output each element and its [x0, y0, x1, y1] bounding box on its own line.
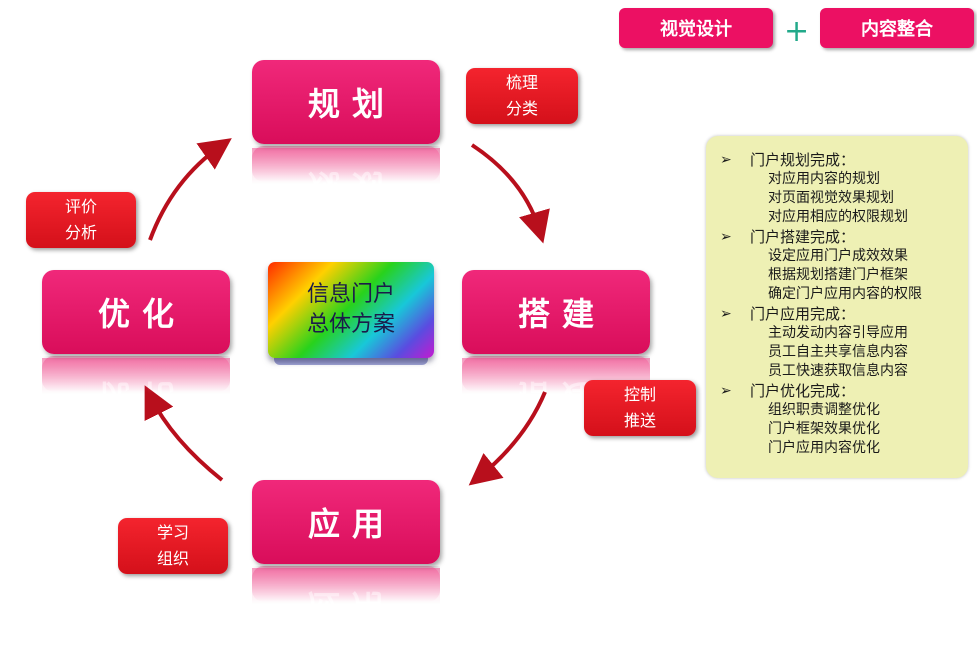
tag-learn-organize: 学习 组织 — [118, 518, 228, 574]
section-item: 确定门户应用内容的权限 — [768, 286, 922, 302]
section-item: 员工自主共享信息内容 — [768, 344, 908, 360]
arrow-optimize-to-plan — [148, 138, 232, 241]
tag-control-line2: 推送 — [623, 411, 656, 430]
content-integration-label: 内容整合 — [820, 8, 974, 48]
tag-sort-classify: 梳理 分类 — [466, 68, 578, 124]
section-item: 对应用相应的权限规划 — [768, 209, 908, 225]
completion-panel: ➢ 门户规划完成： 对应用内容的规划 对页面视觉效果规划 对应用相应的权限规划 ➢… — [706, 136, 968, 478]
stage-build-label: 搭建 — [517, 295, 606, 333]
tag-sort-line2: 分类 — [505, 99, 538, 118]
section-title: 门户搭建完成： — [750, 228, 856, 246]
plus-sign: + — [784, 14, 810, 49]
center-line1: 信息门户 — [306, 282, 395, 307]
section-title: 门户应用完成： — [750, 305, 856, 323]
section-item: 门户框架效果优化 — [768, 421, 880, 437]
stage-optimize: 优化 — [42, 270, 230, 354]
panel-section: ➢ 门户优化完成： 组织职责调整优化 门户框架效果优化 门户应用内容优化 — [720, 381, 968, 458]
section-item: 员工快速获取信息内容 — [768, 363, 908, 379]
tag-evaluate-line1: 评价 — [64, 197, 97, 216]
arrow-bullet-icon: ➢ — [720, 229, 732, 245]
arrow-bullet-icon: ➢ — [720, 152, 732, 168]
panel-section: ➢ 门户搭建完成： 设定应用门户成效效果 根据规划搭建门户框架 确定门户应用内容的… — [720, 227, 968, 304]
arrow-build-to-apply — [468, 391, 547, 486]
center-base — [274, 355, 428, 365]
section-item: 门户应用内容优化 — [768, 440, 880, 456]
stage-apply-label: 应用 — [307, 505, 396, 543]
section-item: 对应用内容的规划 — [768, 171, 880, 187]
panel-section: ➢ 门户规划完成： 对应用内容的规划 对页面视觉效果规划 对应用相应的权限规划 — [720, 150, 968, 227]
section-item: 根据规划搭建门户框架 — [768, 267, 908, 283]
section-item: 设定应用门户成效效果 — [768, 248, 908, 264]
stage-plan: 规划 — [252, 60, 440, 144]
tag-control-line1: 控制 — [623, 385, 656, 404]
visual-design-label: 视觉设计 — [619, 8, 773, 48]
panel-section: ➢ 门户应用完成： 主动发动内容引导应用 员工自主共享信息内容 员工快速获取信息内… — [720, 304, 968, 381]
stage-plan-label: 规划 — [307, 85, 396, 123]
section-item: 对页面视觉效果规划 — [768, 190, 894, 206]
tag-learn-line1: 学习 — [156, 523, 189, 542]
arrow-bullet-icon: ➢ — [720, 306, 732, 322]
tag-evaluate-line2: 分析 — [64, 223, 97, 242]
arrow-plan-to-build — [470, 143, 550, 244]
stage-apply-reflection — [252, 568, 440, 602]
arrow-bullet-icon: ➢ — [720, 383, 732, 399]
tag-control-push: 控制 推送 — [584, 380, 696, 436]
section-item: 主动发动内容引导应用 — [768, 325, 908, 341]
tag-sort-line1: 梳理 — [505, 73, 538, 92]
arrow-apply-to-optimize — [144, 385, 224, 482]
center-line2: 总体方案 — [306, 312, 395, 337]
visual-design-text: 视觉设计 — [660, 19, 732, 40]
stage-plan-reflection — [252, 148, 440, 182]
stage-optimize-label: 优化 — [97, 295, 186, 333]
tag-evaluate-analyze: 评价 分析 — [26, 192, 136, 248]
center-overall-plan: 信息门户 总体方案 — [268, 262, 434, 358]
section-title: 门户优化完成： — [750, 382, 856, 400]
stage-apply: 应用 — [252, 480, 440, 564]
tag-learn-line2: 组织 — [156, 549, 189, 568]
section-title: 门户规划完成： — [750, 151, 856, 169]
section-item: 组织职责调整优化 — [768, 402, 880, 418]
content-integration-text: 内容整合 — [861, 19, 933, 40]
stage-optimize-reflection — [42, 358, 230, 392]
stage-build: 搭建 — [462, 270, 650, 354]
